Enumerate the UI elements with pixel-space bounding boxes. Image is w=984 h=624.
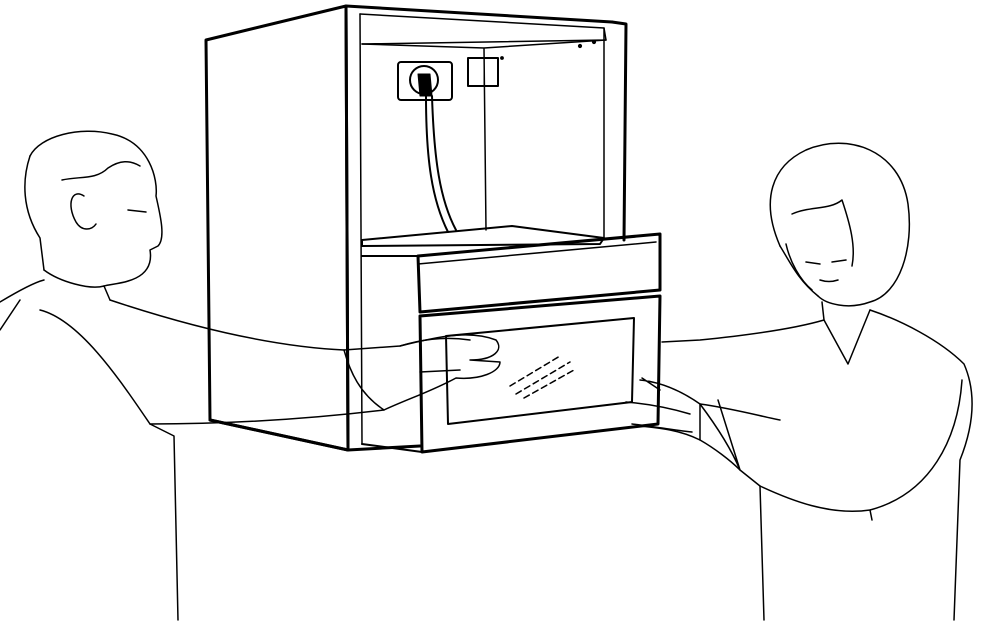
- man-figure: [0, 131, 500, 620]
- glass-reflection: [510, 356, 574, 398]
- cabinet: [206, 6, 626, 450]
- cabinet-right-side: [612, 22, 626, 240]
- cabinet-front-left-edge: [346, 6, 612, 450]
- woman-figure: [626, 143, 972, 620]
- power-cable: [426, 96, 456, 232]
- woman-head: [770, 143, 909, 306]
- oven-window: [446, 318, 634, 424]
- woman-arm: [640, 380, 962, 511]
- man-head: [30, 131, 162, 286]
- oven: [362, 234, 660, 452]
- cabinet-left-side: [206, 6, 348, 450]
- man-arm: [110, 300, 500, 424]
- power-socket: [398, 58, 498, 100]
